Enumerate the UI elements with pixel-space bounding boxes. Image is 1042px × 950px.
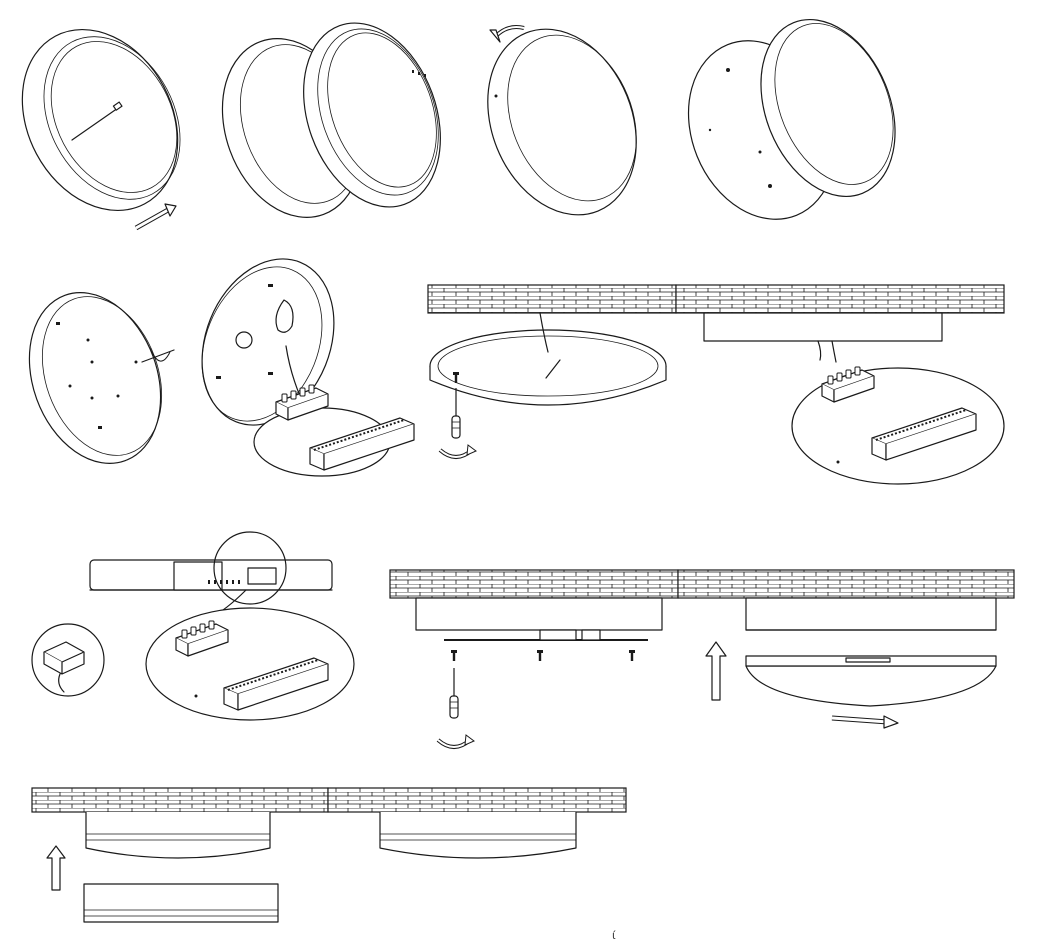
- arrow-right-icon: [134, 203, 177, 231]
- step-4-lamp-cover-open: [687, 18, 896, 220]
- arrow-up-icon: [46, 845, 66, 891]
- step-9-cover-attach-to-ceiling: [31, 787, 627, 923]
- step-6-base-wiring-to-ceiling: [427, 284, 1005, 485]
- step-2-lamp-cover-separated: [221, 22, 441, 218]
- step-7-terminal-block-detail: [31, 531, 355, 721]
- curved-arrow-ccw-icon: [489, 25, 525, 43]
- arrow-up-icon: [705, 641, 727, 701]
- step-8-base-mounting-and-cover: [389, 569, 1015, 749]
- screwdriver-icon: [141, 347, 175, 363]
- step-3-lamp-cover-rotate-ccw: [487, 25, 637, 216]
- arrow-right-icon: [831, 715, 899, 729]
- step-1-lamp-cover-rotate: [21, 28, 181, 231]
- step-5-base-plate-screw-removal: [28, 258, 415, 477]
- page-mark: ί: [612, 929, 616, 942]
